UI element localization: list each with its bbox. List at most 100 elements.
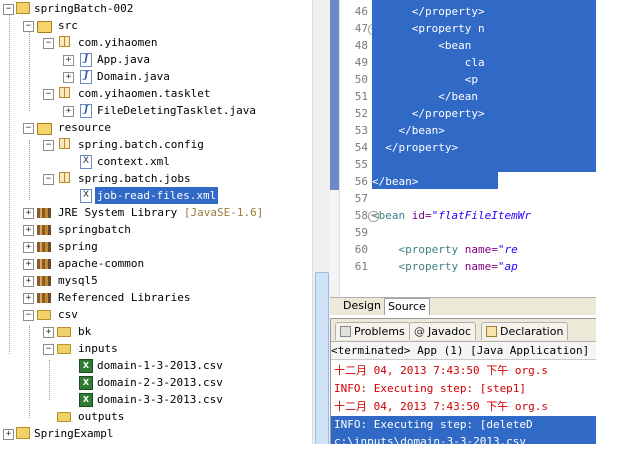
code-line: <property name="re — [372, 241, 518, 258]
ruler-selection-marker — [330, 0, 339, 190]
fold-toggle-icon[interactable]: − — [368, 211, 379, 222]
tree-item-label: job-read-files.xml — [93, 186, 220, 205]
code-line: <property n — [372, 22, 485, 35]
line-number: 46 — [354, 5, 368, 18]
console-line: INFO: Executing step: [step1] — [334, 382, 527, 395]
folder-icon — [57, 412, 71, 422]
expand-icon[interactable]: + — [23, 276, 34, 287]
library-icon — [37, 293, 51, 303]
collapse-icon[interactable]: − — [43, 344, 54, 355]
xml-string: "re — [497, 243, 518, 256]
xml-attribute: name= — [464, 260, 498, 273]
library-icon — [37, 225, 51, 235]
collapse-icon[interactable]: − — [43, 89, 54, 100]
scrollbar-thumb[interactable] — [315, 272, 329, 446]
expand-icon[interactable]: + — [23, 259, 34, 270]
code-area[interactable]: </property> <property n <bean cla <p </b… — [372, 0, 600, 297]
line-number: 59 — [354, 226, 368, 239]
library-version: [JavaSE-1.6] — [183, 206, 264, 219]
tree-item-label: Referenced Libraries — [58, 291, 191, 304]
xml-tag: <bean — [372, 209, 412, 222]
torn-edge — [596, 0, 626, 475]
tree-item-label: com.yihaomen.tasklet — [78, 87, 211, 100]
folder-icon — [57, 327, 71, 337]
package-explorer: − springBatch-002 − src − com.yihaomen +… — [0, 0, 313, 450]
library-name: JRE System Library — [58, 206, 178, 219]
library-icon — [37, 259, 51, 269]
declaration-icon — [486, 326, 497, 337]
expand-icon[interactable]: + — [23, 242, 34, 253]
expand-icon[interactable]: + — [63, 72, 74, 83]
java-file-icon: J — [80, 53, 92, 67]
expand-icon[interactable]: + — [23, 293, 34, 304]
csv-file-icon: X — [79, 359, 93, 373]
tree-guide — [9, 14, 10, 354]
code-line: </property> — [372, 107, 485, 120]
code-line: <p — [372, 73, 478, 86]
expand-icon[interactable]: + — [63, 106, 74, 117]
tree-item-label: com.yihaomen — [78, 36, 158, 49]
tab-declaration[interactable]: Declaration — [481, 322, 569, 340]
tab-javadoc[interactable]: @ Javadoc — [409, 322, 476, 340]
line-number: 50 — [354, 73, 368, 86]
collapse-icon[interactable]: − — [23, 123, 34, 134]
expand-icon[interactable]: + — [3, 429, 14, 440]
tree-guide — [49, 360, 50, 400]
expand-icon[interactable]: + — [23, 225, 34, 236]
line-number: 60 — [354, 243, 368, 256]
tab-source[interactable]: Source — [384, 298, 430, 315]
xml-editor[interactable]: 46 47 − 48 49 50 51 52 53 54 55 56 57 58… — [330, 0, 600, 297]
expand-icon[interactable]: + — [23, 208, 34, 219]
tree-item-label: resource — [58, 121, 111, 134]
expand-icon[interactable]: + — [63, 55, 74, 66]
project-icon — [16, 427, 30, 439]
tree-item-label: App.java — [97, 53, 150, 66]
tree-guide — [29, 140, 30, 200]
line-number: 55 — [354, 158, 368, 171]
tree-item-label: FileDeletingTasklet.java — [97, 104, 256, 117]
tree-item-label: SpringExampl — [34, 427, 114, 440]
tree-guide — [29, 31, 30, 111]
torn-edge — [0, 444, 626, 475]
collapse-icon[interactable]: − — [23, 310, 34, 321]
text-selection — [372, 172, 498, 189]
collapse-icon[interactable]: − — [43, 174, 54, 185]
tab-label: Declaration — [500, 325, 564, 338]
console-status: <terminated> App (1) [Java Application] … — [331, 342, 600, 360]
library-icon — [37, 208, 51, 218]
console-view: Problems @ Javadoc Declaration <terminat… — [330, 318, 600, 450]
xml-attribute: name= — [464, 243, 498, 256]
tree-item-label: domain-1-3-2013.csv — [97, 359, 223, 372]
code-line: </bean> — [372, 175, 419, 188]
code-line: <bean — [372, 39, 478, 52]
source-folder-icon — [37, 123, 52, 135]
expand-icon[interactable]: + — [43, 327, 54, 338]
problems-icon — [340, 326, 351, 337]
line-number-gutter: 46 47 − 48 49 50 51 52 53 54 55 56 57 58… — [340, 0, 379, 297]
csv-file-icon: X — [79, 393, 93, 407]
line-number: 57 — [354, 192, 368, 205]
collapse-icon[interactable]: − — [43, 38, 54, 49]
console-line: 十二月 04, 2013 7:43:50 下午 org.s — [334, 400, 548, 413]
tree-item-label: src — [58, 19, 78, 32]
overview-ruler — [330, 0, 340, 297]
line-number: 61 — [354, 260, 368, 273]
collapse-icon[interactable]: − — [43, 140, 54, 151]
tab-design[interactable]: Design — [343, 299, 381, 312]
xml-file-icon: X — [80, 155, 92, 169]
tab-problems[interactable]: Problems — [335, 322, 410, 340]
code-line: cla — [372, 56, 485, 69]
tree-item-label: csv — [58, 308, 78, 321]
tree-scrollbar[interactable] — [312, 0, 330, 450]
tree-item-label: Domain.java — [97, 70, 170, 83]
tree-item-label: apache-common — [58, 257, 145, 270]
collapse-icon[interactable]: − — [23, 21, 34, 32]
java-file-icon: J — [80, 70, 92, 84]
xml-tag: <property — [398, 243, 465, 256]
collapse-icon[interactable]: − — [3, 4, 14, 15]
tab-label: Javadoc — [428, 325, 471, 338]
tree-item-label: JRE System Library [JavaSE-1.6] — [58, 204, 263, 221]
line-number: 51 — [354, 90, 368, 103]
code-line: <bean id="flatFileItemWr — [372, 207, 531, 224]
xml-string: "ap — [497, 260, 518, 273]
